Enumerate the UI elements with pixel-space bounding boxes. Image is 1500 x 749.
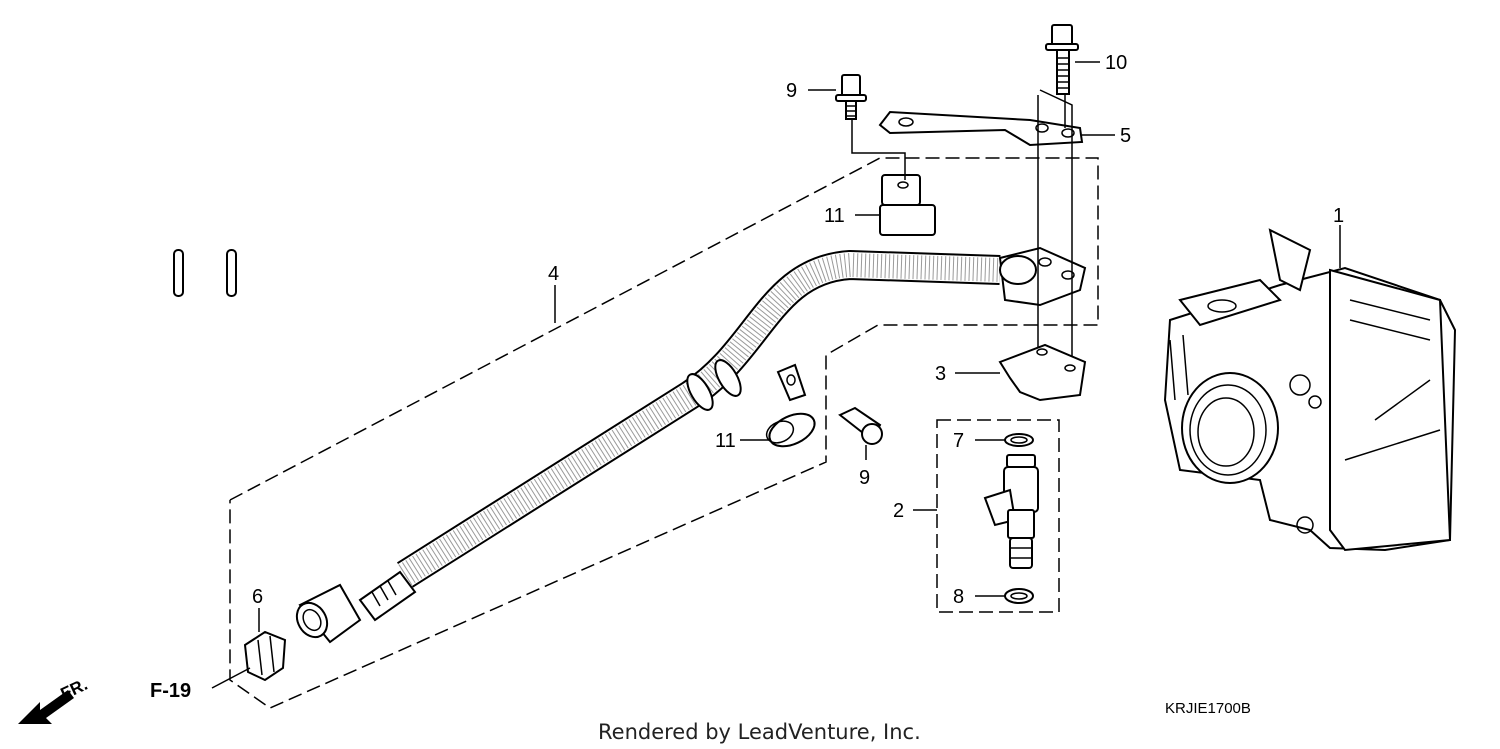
callout-10: 10 (1105, 52, 1127, 74)
reference-label: F-19 (150, 680, 191, 702)
bolt-lower (838, 406, 883, 445)
guide-line-bracket-1 (1039, 89, 1073, 360)
injector-boundary (936, 419, 1060, 613)
plate (998, 343, 1087, 402)
bolt-long (1045, 24, 1079, 95)
callout-5: 5 (1120, 125, 1131, 147)
bracket (878, 110, 1084, 147)
throttle-body (1163, 228, 1457, 552)
hose-clip (243, 630, 287, 682)
fuel-injector (983, 454, 1039, 569)
leader-f19 (211, 667, 251, 689)
callout-3: 3 (935, 363, 946, 385)
callout-9-upper: 9 (786, 80, 797, 102)
front-arrow-icon (18, 690, 74, 724)
callout-11-lower: 11 (715, 430, 736, 452)
bolt-upper (835, 74, 867, 120)
callout-7: 7 (953, 430, 964, 452)
o-ring-lower (1004, 588, 1034, 604)
callout-2: 2 (893, 500, 904, 522)
hose-clamp-upper (879, 174, 936, 236)
o-ring-upper (1004, 433, 1034, 447)
credit-text: Rendered by LeadVenture, Inc. (598, 720, 921, 744)
hose-assembly-boundary (229, 157, 1099, 709)
callout-11-upper: 11 (824, 205, 845, 227)
callout-8: 8 (953, 586, 964, 608)
hose-clamp-lower (765, 363, 816, 448)
fuel-hose (173, 246, 1087, 644)
callout-9-lower: 9 (859, 467, 870, 489)
callout-6: 6 (252, 586, 263, 608)
diagram-code: KRJIE1700B (1165, 700, 1251, 717)
callout-1: 1 (1333, 205, 1344, 227)
callout-4: 4 (548, 263, 559, 285)
guide-line-bolt-upper (851, 120, 906, 180)
